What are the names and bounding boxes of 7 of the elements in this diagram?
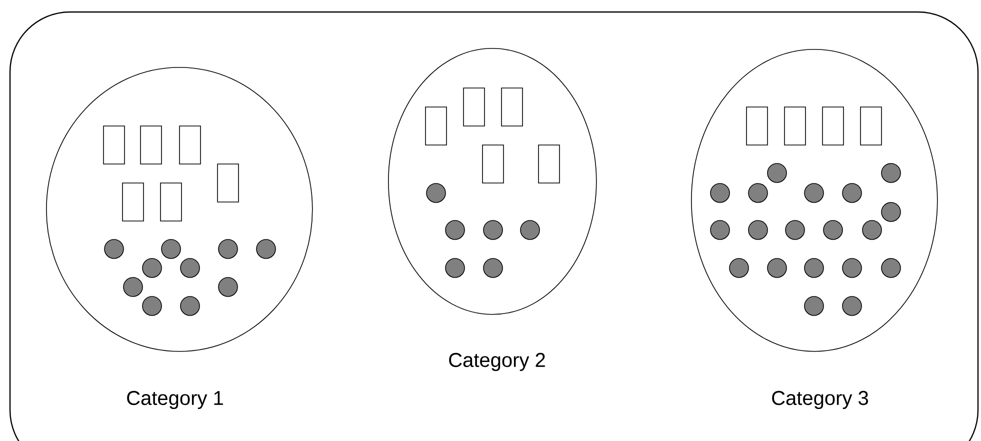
category-ellipse (46, 67, 313, 352)
category-label: Category 2 (449, 352, 545, 372)
category-ellipse (388, 48, 597, 315)
category-label: Category 1 (127, 390, 223, 410)
category-label: Category 3 (772, 390, 868, 410)
panel-frame (9, 11, 979, 441)
category-ellipse (691, 49, 938, 352)
